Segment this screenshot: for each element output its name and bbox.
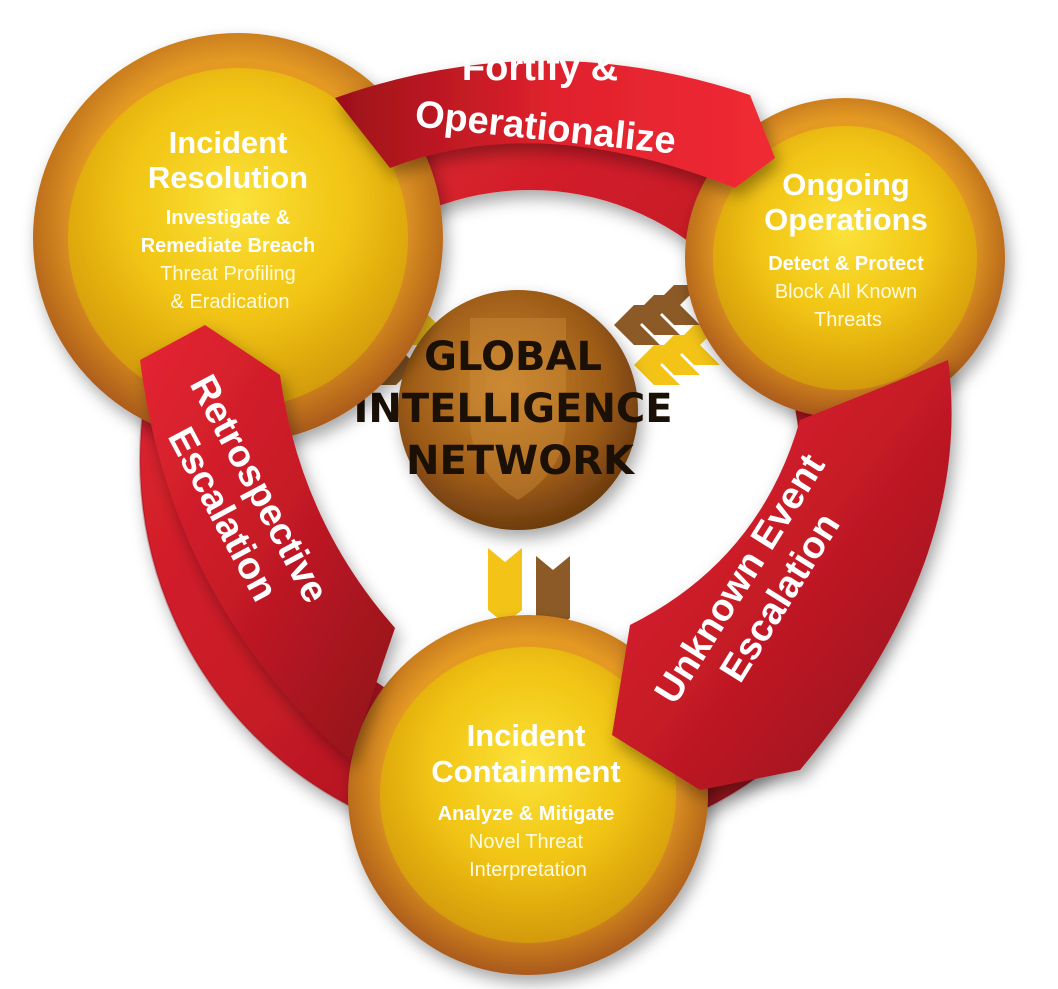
incident-containment-body-1: Novel Threat (469, 831, 584, 853)
incident-containment-sub-1: Analyze & Mitigate (438, 803, 615, 825)
shield-icon (470, 318, 566, 500)
band-retrospective (140, 325, 395, 760)
incident-resolution-sub-2: Remediate Breach (141, 235, 316, 257)
band-unknown-event (612, 360, 952, 790)
ongoing-operations-sub-1: Detect & Protect (768, 253, 924, 275)
incident-resolution-body-1: Threat Profiling (160, 263, 296, 285)
incident-resolution-body-2: & Eradication (171, 291, 290, 313)
incident-containment-body-2: Interpretation (469, 859, 587, 881)
ongoing-operations-body-2: Threats (814, 309, 882, 331)
hub-node (398, 290, 638, 530)
incident-resolution-title-2: Resolution (148, 160, 308, 195)
ongoing-operations-body-1: Block All Known (775, 281, 917, 303)
arc-label-fortify: Fortify & (462, 47, 618, 89)
node-ongoing-operations-text: Ongoing Operations Detect & Protect Bloc… (764, 167, 932, 331)
node-incident-containment-text: Incident Containment Analyze & Mitigate … (431, 718, 624, 881)
band-fortify (335, 60, 775, 188)
ongoing-operations-title-2: Operations (764, 202, 928, 237)
arc-fortify-line-1: Fortify & (462, 47, 618, 89)
node-incident-resolution-text: Incident Resolution Investigate & Remedi… (141, 125, 320, 313)
hub-line-1: GLOBAL (424, 334, 602, 380)
node-ongoing-operations (685, 98, 1005, 418)
incident-containment-title-2: Containment (431, 754, 620, 789)
node-incident-resolution (33, 33, 443, 443)
chevron-connector-right (614, 285, 720, 385)
hub-line-2: INTELLIGENCE (353, 386, 672, 432)
incident-resolution-title-1: Incident (169, 125, 288, 160)
hub-label: GLOBAL INTELLIGENCE NETWORK (353, 334, 686, 484)
incident-containment-title-1: Incident (467, 718, 586, 753)
incident-resolution-sub-1: Investigate & (166, 207, 290, 229)
ongoing-operations-title-1: Ongoing (782, 167, 909, 202)
hub-line-3: NETWORK (406, 438, 636, 484)
